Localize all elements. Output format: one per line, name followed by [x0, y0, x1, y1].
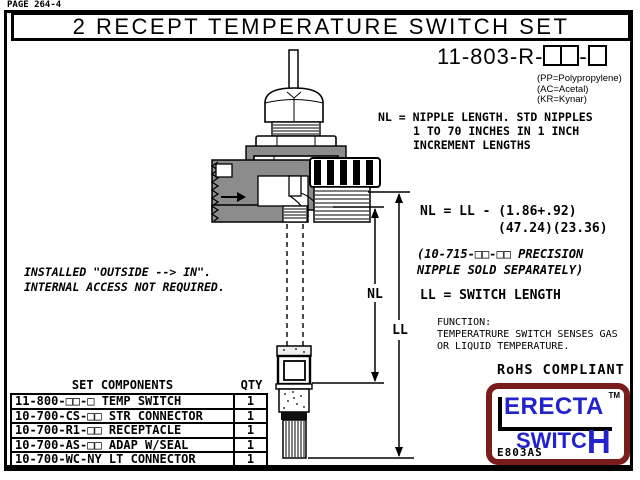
- qty-cell: 1: [233, 395, 266, 408]
- table-row: 10-700-AS-□□ ADAP W/SEAL 1: [12, 436, 266, 451]
- cable: [288, 49, 299, 91]
- erecta-switch-logo: TM ERECTA SWITCH E803AS: [486, 383, 630, 465]
- knurled-ring: [309, 157, 381, 188]
- table-body: 11-800-□□-□ TEMP SWITCH 1 10-700-CS-□□ S…: [10, 393, 268, 468]
- title-box: 2 RECEPT TEMPERATURE SWITCH SET: [11, 12, 631, 41]
- installation-note: INSTALLED "OUTSIDE --> IN". INTERNAL ACC…: [24, 265, 225, 294]
- precision-nipple-note: (10-715-□□-□□ PRECISION NIPPLE SOLD SEPA…: [417, 247, 584, 277]
- header-set-components: SET COMPONENTS: [71, 378, 174, 392]
- part-number-box: [560, 45, 580, 66]
- cord-grip: [264, 87, 324, 137]
- nipple-length-note: NL = NIPPLE LENGTH. STD NIPPLES 1 TO 70 …: [378, 110, 593, 152]
- temperature-probe: [275, 345, 313, 459]
- dimension-ll: LL: [308, 191, 414, 459]
- logo-code: E803AS: [497, 446, 543, 459]
- set-components-table: SET COMPONENTS QTY 11-800-□□-□ TEMP SWIT…: [10, 379, 268, 468]
- table-header: SET COMPONENTS QTY: [10, 379, 268, 393]
- dimension-label-ll: LL: [392, 323, 408, 338]
- table-row: 10-700-CS-□□ STR CONNECTOR 1: [12, 407, 266, 422]
- switch-length-note: LL = SWITCH LENGTH: [420, 288, 561, 303]
- part-number: 11-803-R- -: [437, 44, 607, 70]
- dimension-nl: NL: [312, 206, 388, 384]
- qty-cell: 1: [233, 424, 266, 437]
- table-row: 11-800-□□-□ TEMP SWITCH 1: [12, 395, 266, 408]
- header-qty: QTY: [240, 378, 263, 392]
- logo-erecta-text: ERECTA: [504, 393, 604, 420]
- logo-tm: TM: [608, 391, 620, 400]
- part-number-prefix: 11-803-R-: [437, 44, 544, 69]
- qty-cell: 1: [233, 453, 266, 466]
- material-legend: (PP=Polypropylene) (AC=Acetal) (KR=Kynar…: [537, 73, 622, 106]
- table-row: 10-700-R1-□□ RECEPTACLE 1: [12, 422, 266, 437]
- nl-formula: NL = LL - (1.86+.92) (47.24)(23.36): [420, 204, 608, 236]
- qty-cell: 1: [233, 438, 266, 451]
- hidden-nipple-dashes: [286, 224, 304, 346]
- table-row: 10-700-WC-NY LT CONNECTOR 1: [12, 451, 266, 466]
- rohs-compliant-label: RoHS COMPLIANT: [497, 362, 625, 378]
- logo-bracket-vertical: [498, 397, 502, 428]
- page-border: [4, 10, 633, 471]
- part-number-dash: -: [579, 44, 588, 69]
- material-kr: (KR=Kynar): [537, 94, 587, 105]
- part-number-box: [587, 45, 607, 66]
- page-number-label: PAGE 264-4: [7, 0, 62, 10]
- material-ac: (AC=Acetal): [537, 83, 589, 95]
- logo-switch-text: SWITCH: [516, 423, 611, 460]
- logo-bracket-horizontal: [498, 427, 612, 431]
- function-note: FUNCTION: TEMPERATRURE SWITCH SENSES GAS…: [437, 317, 618, 352]
- threaded-nipple: [313, 186, 371, 223]
- dimension-label-nl: NL: [367, 287, 383, 302]
- page-title: 2 RECEPT TEMPERATURE SWITCH SET: [72, 14, 570, 39]
- material-pp: (PP=Polypropylene): [537, 73, 622, 84]
- qty-cell: 1: [233, 409, 266, 422]
